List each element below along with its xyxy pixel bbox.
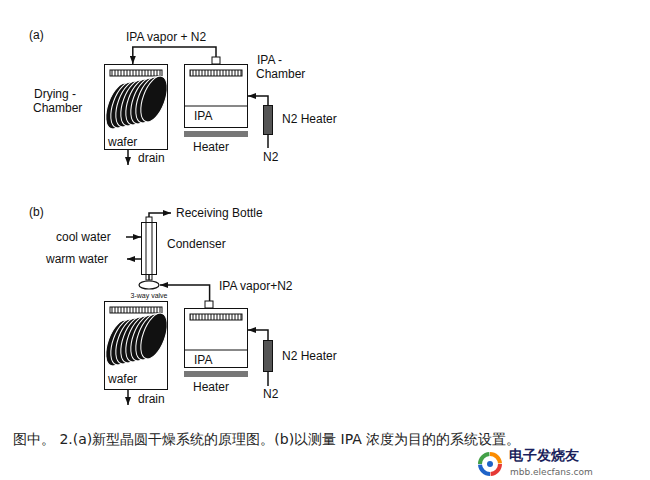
text-holder: IPA bbox=[193, 353, 213, 367]
gas-label: N2 bbox=[262, 150, 279, 164]
flow-label: IPA vapor+N2 bbox=[218, 279, 294, 293]
outlet-nozzle bbox=[205, 301, 213, 308]
spray-bar bbox=[190, 314, 242, 320]
gas-label: N2 bbox=[262, 387, 279, 401]
text-holder: Condenser bbox=[166, 237, 227, 251]
spray-bar bbox=[190, 70, 242, 76]
label-holder: (a) bbox=[28, 28, 45, 42]
drying-chamber: Drying - Chamberwafer bbox=[104, 64, 168, 150]
condenser-inner-tube bbox=[146, 217, 152, 280]
water-in bbox=[126, 236, 141, 238]
gas-inlet bbox=[267, 372, 269, 386]
label-holder: N2 bbox=[262, 150, 279, 164]
label-holder: IPA vapor+N2 bbox=[218, 279, 294, 293]
watermark: 电子发烧友 bbox=[508, 447, 580, 463]
condenser: Condenser bbox=[141, 222, 157, 275]
water-out bbox=[127, 258, 141, 260]
drain-label: drain bbox=[137, 392, 166, 406]
wafer-rack bbox=[110, 70, 162, 76]
ipa-chamber: IPA bbox=[184, 308, 248, 368]
wafer-stack bbox=[100, 310, 172, 370]
label-holder: drain bbox=[137, 392, 166, 406]
watermark-logo bbox=[480, 454, 500, 474]
drain-pipe bbox=[127, 390, 129, 405]
label-holder: (b) bbox=[28, 205, 45, 219]
label-holder: 电子发烧友 bbox=[508, 448, 580, 462]
part-label: N2 Heater bbox=[281, 349, 338, 363]
part-label: Condenser bbox=[166, 237, 227, 251]
text-holder: 3-way valve bbox=[130, 291, 169, 300]
label-holder: mbb.elecfans.com bbox=[509, 465, 594, 479]
part-label: 3-way valve bbox=[130, 292, 169, 299]
watermark: mbb.elecfans.com bbox=[509, 467, 594, 477]
part-label: Drying - Chamber bbox=[33, 87, 83, 115]
part-label: IPA - Chamber bbox=[256, 53, 306, 81]
drain-pipe bbox=[127, 150, 129, 165]
pipe-connector bbox=[148, 275, 150, 280]
heater-plate: Heater bbox=[184, 371, 248, 377]
liquid-level bbox=[185, 350, 247, 351]
text-holder: Heater bbox=[192, 140, 230, 154]
text-holder: N2 Heater bbox=[281, 112, 338, 126]
part-label: Heater bbox=[192, 380, 230, 394]
node-text: wafer bbox=[107, 135, 138, 149]
water-label: warm water bbox=[45, 252, 109, 266]
pipe-connector bbox=[248, 96, 268, 105]
pipe-connector bbox=[248, 330, 268, 340]
wafer-stack bbox=[100, 73, 172, 133]
three-way-valve: 3-way valve bbox=[138, 280, 160, 290]
label-holder: N2 bbox=[262, 387, 279, 401]
part-label: Heater bbox=[192, 140, 230, 154]
ipa-chamber: IPA - ChamberIPA bbox=[184, 64, 248, 128]
label-holder: warm water bbox=[45, 252, 109, 266]
outlet-nozzle bbox=[212, 57, 220, 64]
outlet-label: Receiving Bottle bbox=[175, 206, 264, 220]
text-holder: wafer bbox=[107, 135, 138, 149]
text-holder: N2 Heater bbox=[281, 349, 338, 363]
figure-caption: 图中。 2.(a)新型晶圆干燥系统的原理图。(b)以测量 IPA 浓度为目的的系… bbox=[12, 431, 521, 447]
liquid-level bbox=[185, 106, 247, 107]
text-holder: IPA bbox=[193, 109, 213, 123]
node-text: wafer bbox=[107, 372, 138, 386]
text-holder: wafer bbox=[107, 372, 138, 386]
text-holder: Heater bbox=[192, 380, 230, 394]
drain-label: drain bbox=[137, 151, 166, 165]
text-holder: Drying - Chamber bbox=[33, 87, 95, 115]
part-label: N2 Heater bbox=[281, 112, 338, 126]
gas-heater: N2 Heater bbox=[263, 340, 273, 372]
gas-inlet bbox=[267, 135, 269, 148]
wafer-rack bbox=[110, 307, 162, 313]
node-text: IPA bbox=[193, 353, 213, 367]
label-holder: Receiving Bottle bbox=[175, 206, 264, 220]
label-holder: drain bbox=[137, 151, 166, 165]
gas-heater: N2 Heater bbox=[263, 105, 273, 135]
text-holder: IPA - Chamber bbox=[256, 53, 314, 81]
pipe-connector bbox=[133, 47, 216, 64]
label-holder: IPA vapor + N2 bbox=[125, 30, 207, 44]
node-text: IPA bbox=[193, 109, 213, 123]
caption-holder: 图中。 2.(a)新型晶圆干燥系统的原理图。(b)以测量 IPA 浓度为目的的系… bbox=[12, 430, 521, 448]
outlet-pipe bbox=[149, 213, 171, 217]
drying-chamber: wafer bbox=[104, 301, 168, 390]
valve-outline bbox=[138, 280, 160, 290]
panel-letter: (a) bbox=[28, 28, 45, 42]
label-holder: cool water bbox=[55, 230, 112, 244]
heater-plate: Heater bbox=[184, 131, 248, 137]
water-label: cool water bbox=[55, 230, 112, 244]
flow-label: IPA vapor + N2 bbox=[125, 30, 207, 44]
panel-letter: (b) bbox=[28, 205, 45, 219]
